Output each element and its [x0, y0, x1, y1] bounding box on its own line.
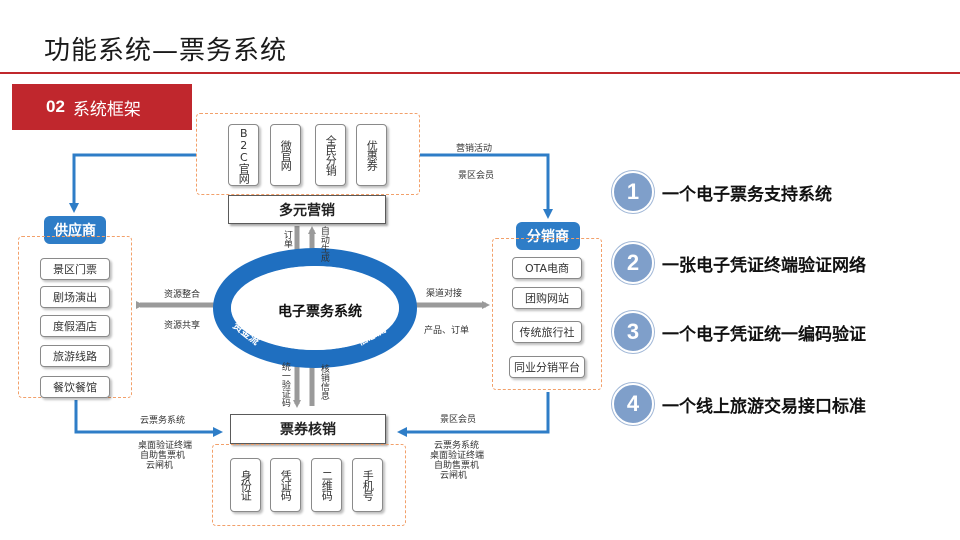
point-number-4: 4	[612, 383, 654, 425]
section-label: 系统框架	[72, 99, 141, 120]
marketing-channels-box	[196, 113, 420, 195]
page-title: 功能系统—票务系统	[44, 36, 288, 66]
distributor-box	[492, 238, 602, 390]
point-text-4: 一个线上旅游交易接口标准	[662, 396, 866, 417]
channel-all-people-distribution: 全民分销	[315, 124, 346, 186]
label-product-order: 产品、订单	[424, 326, 470, 336]
arrow-marketing-to-supplier	[69, 153, 196, 213]
point-number-2: 2	[612, 242, 654, 284]
key-point-2: 2 一张电子凭证终端验证网络	[612, 242, 866, 284]
label-scenic-member-bottom: 景区会员	[440, 415, 477, 425]
label-desktop-terminal-left: 桌面验证终端	[138, 441, 193, 451]
media-phone-number: 手机号	[352, 458, 383, 512]
distributor-title: 分销商	[516, 222, 580, 250]
label-cloud-ticket-right: 云票务系统	[434, 441, 480, 451]
label-auto-generate: 自动生成	[318, 226, 329, 262]
label-unified-code: 统一验证码	[279, 362, 290, 407]
supplier-item-restaurant: 餐饮餐馆	[40, 376, 110, 398]
label-cloud-gate-right: 云闸机	[440, 471, 468, 481]
marketing-title: 多元营销	[228, 195, 386, 224]
point-text-1: 一个电子票务支持系统	[662, 184, 832, 205]
point-text-2: 一张电子凭证终端验证网络	[662, 255, 866, 276]
key-point-1: 1 一个电子票务支持系统	[612, 171, 832, 213]
distributor-item-ota: OTA电商	[512, 257, 582, 279]
arrow-marketing-to-distributor	[420, 153, 553, 219]
point-number-1: 1	[612, 171, 654, 213]
label-self-ticket-left: 自助售票机	[140, 451, 186, 461]
channel-wechat-site: 微官网	[270, 124, 301, 186]
label-resource-integration: 资源整合	[164, 290, 201, 300]
supplier-item-scenic-ticket: 景区门票	[40, 258, 110, 280]
label-scenic-member-top: 景区会员	[458, 171, 495, 181]
arrow-supplier-to-verify	[74, 400, 223, 437]
channel-b2c-site: B2C官网	[228, 124, 259, 186]
section-number: 02	[46, 97, 65, 116]
section-tag: 02 系统框架	[12, 84, 192, 130]
supplier-item-theater: 剧场演出	[40, 286, 110, 308]
label-marketing-activity: 营销活动	[456, 144, 493, 154]
label-resource-sharing: 资源共享	[164, 321, 201, 331]
key-point-3: 3 一个电子凭证统一编码验证	[612, 311, 866, 353]
channel-coupon: 优惠券	[356, 124, 387, 186]
distributor-item-peer-platform: 同业分销平台	[509, 356, 585, 378]
supplier-item-resort-hotel: 度假酒店	[40, 315, 110, 337]
distributor-item-group-buying: 团购网站	[512, 287, 582, 309]
label-self-ticket-right: 自助售票机	[434, 461, 480, 471]
verify-media-box	[212, 444, 406, 526]
point-number-3: 3	[612, 311, 654, 353]
label-verify-info: 核销信息	[318, 364, 329, 400]
label-desktop-terminal-right: 桌面验证终端	[430, 451, 485, 461]
key-point-4: 4 一个线上旅游交易接口标准	[612, 383, 866, 425]
label-channel-docking: 渠道对接	[426, 289, 463, 299]
ring-product-flow: 产品流	[298, 268, 328, 279]
arrow-distributor-to-verify	[397, 392, 550, 437]
core-ring	[213, 248, 417, 368]
label-order: 订单	[281, 230, 292, 248]
point-text-3: 一个电子凭证统一编码验证	[662, 324, 866, 345]
media-qr-code: 二维码	[311, 458, 342, 512]
supplier-item-tour-route: 旅游线路	[40, 345, 110, 367]
supplier-title: 供应商	[44, 216, 106, 244]
media-id-card: 身份证	[230, 458, 261, 512]
media-voucher-code: 凭证码	[270, 458, 301, 512]
core-title: 电子票务系统	[278, 304, 362, 320]
distributor-item-travel-agency: 传统旅行社	[512, 321, 582, 343]
title-divider	[0, 72, 960, 74]
core-center	[231, 266, 399, 350]
verify-title: 票券核销	[230, 414, 386, 444]
label-cloud-gate-left: 云闸机	[146, 461, 174, 471]
label-cloud-ticket-left: 云票务系统	[140, 416, 186, 426]
